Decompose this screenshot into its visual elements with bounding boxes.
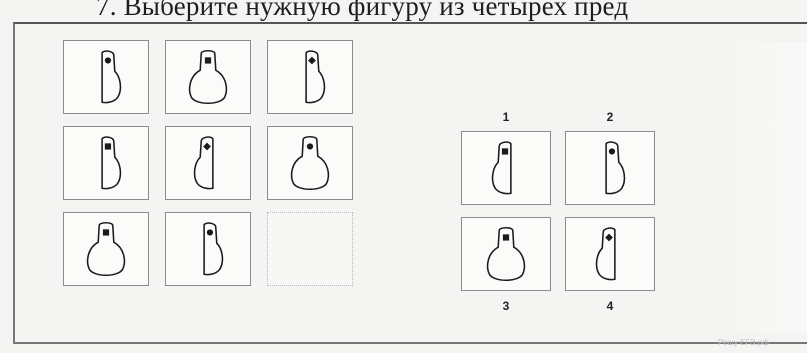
answer-number-2: 2	[600, 110, 620, 124]
answer-figure-1	[462, 132, 550, 204]
answer-option-2[interactable]	[565, 131, 655, 205]
answer-number-3: 3	[496, 299, 516, 313]
figure-2-3	[268, 127, 352, 199]
diamond-marker	[308, 57, 316, 65]
figure-3-3	[268, 213, 352, 285]
answer-option-1[interactable]	[461, 131, 551, 205]
half-guitar-outline	[306, 51, 324, 103]
half-guitar-outline	[102, 51, 120, 103]
figure-3-1	[64, 213, 148, 285]
dot-marker	[105, 57, 111, 63]
dot-marker	[307, 143, 313, 149]
square-marker	[105, 143, 111, 149]
answer-number-4: 4	[600, 299, 620, 313]
matrix-cell	[165, 126, 251, 200]
faded-area	[712, 42, 807, 332]
matrix-cell	[165, 212, 251, 286]
figure-1-2	[166, 41, 250, 113]
half-guitar-outline	[195, 137, 213, 189]
square-marker	[503, 234, 509, 240]
figure-1-1	[64, 41, 148, 113]
answer-figure-3	[462, 218, 550, 290]
diamond-marker	[203, 143, 211, 151]
task-heading: 7. Выберите нужную фигуру из четырех пре…	[96, 0, 628, 22]
matrix-cell	[267, 126, 353, 200]
matrix-cell	[63, 212, 149, 286]
matrix-cell-empty	[267, 212, 353, 286]
square-marker	[205, 57, 211, 63]
answer-option-4[interactable]	[565, 217, 655, 291]
watermark: Решу ЕГЭ.рф	[718, 338, 769, 347]
matrix-cell	[165, 40, 251, 114]
half-guitar-outline	[606, 142, 624, 194]
diamond-marker	[605, 234, 613, 242]
answer-option-3[interactable]	[461, 217, 551, 291]
half-guitar-outline	[204, 223, 222, 275]
square-marker	[103, 229, 109, 235]
matrix-cell	[267, 40, 353, 114]
matrix-cell	[63, 40, 149, 114]
dot-marker	[207, 229, 213, 235]
half-guitar-outline	[597, 228, 615, 280]
answer-number-1: 1	[496, 110, 516, 124]
answer-figure-2	[566, 132, 654, 204]
figure-1-3	[268, 41, 352, 113]
answer-figure-4	[566, 218, 654, 290]
figure-3-2	[166, 213, 250, 285]
dot-marker	[609, 148, 615, 154]
figure-2-2	[166, 127, 250, 199]
square-marker	[502, 148, 508, 154]
matrix-cell	[63, 126, 149, 200]
figure-2-1	[64, 127, 148, 199]
